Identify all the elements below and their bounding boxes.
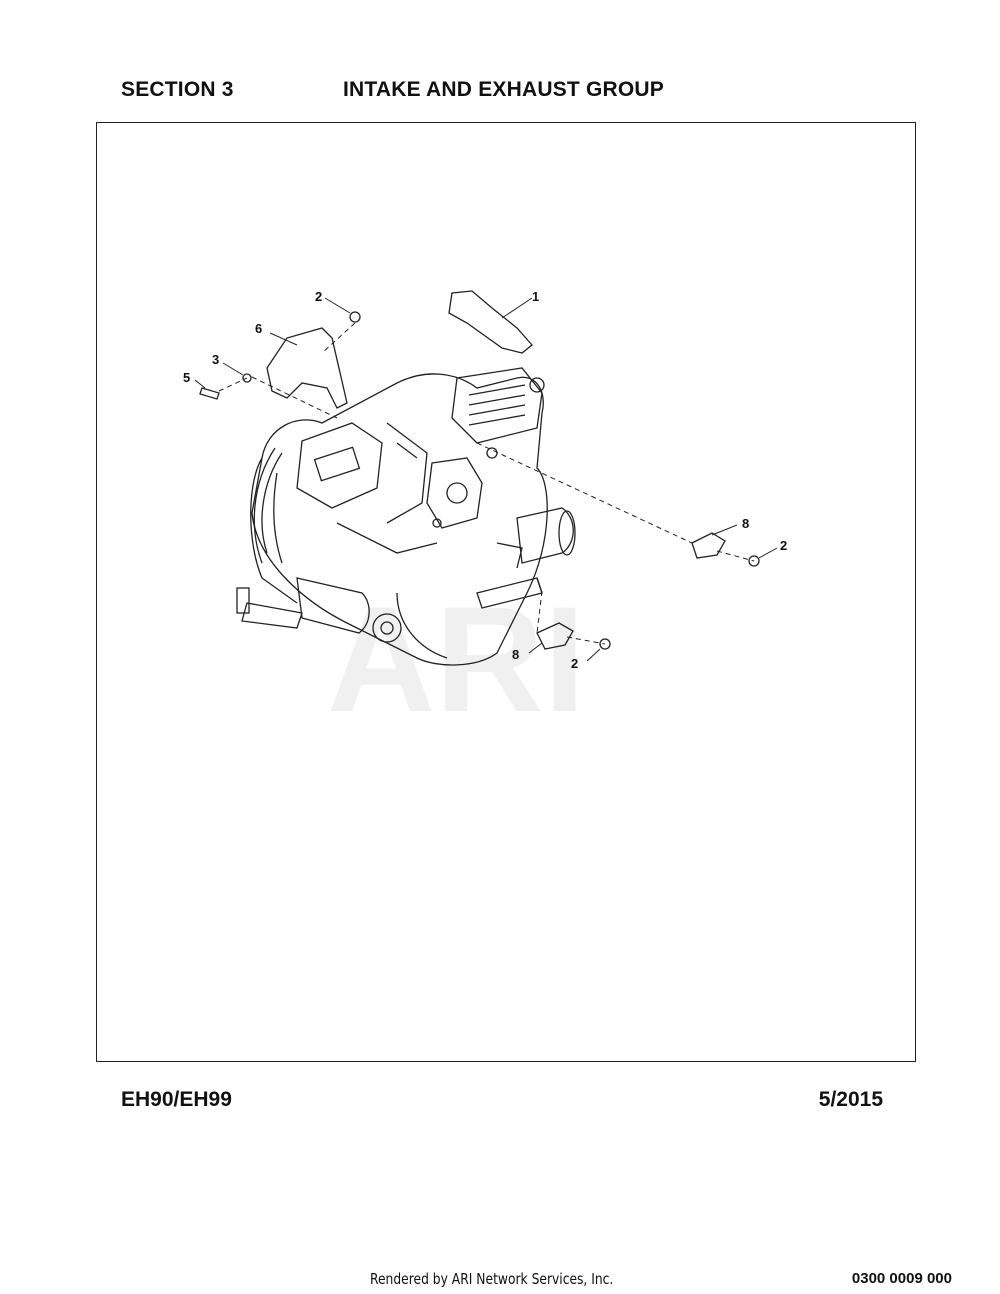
bracket-part-6 xyxy=(266,327,348,409)
section-label: SECTION 3 xyxy=(121,78,234,101)
bolt-part-5 xyxy=(199,387,220,400)
callout-8-lower: 8 xyxy=(512,647,519,662)
gasket-part-8-lower xyxy=(536,622,574,650)
gasket-part-8-right xyxy=(691,532,726,559)
callout-2-top: 2 xyxy=(315,289,322,304)
callout-6: 6 xyxy=(255,321,262,336)
nut-part-2-lower xyxy=(599,638,611,650)
callout-2-lower: 2 xyxy=(571,656,578,671)
revision-date: 5/2015 xyxy=(818,1088,883,1111)
bracket-part-1 xyxy=(448,290,533,354)
diagram-frame: ARI xyxy=(96,122,916,1062)
callout-5: 5 xyxy=(183,370,190,385)
nut-part-2-right xyxy=(748,555,760,567)
washer-part-3 xyxy=(242,373,252,383)
ari-watermark: ARI xyxy=(327,575,585,743)
exploded-parts-diagram: ARI xyxy=(183,289,787,743)
nut-part-2-top xyxy=(349,311,361,323)
section-title: INTAKE AND EXHAUST GROUP xyxy=(343,78,664,101)
callout-1: 1 xyxy=(532,289,539,304)
document-number: 0300 0009 000 xyxy=(851,1270,952,1287)
model-number: EH90/EH99 xyxy=(121,1088,232,1111)
alignment-lines xyxy=(218,322,755,645)
callout-3: 3 xyxy=(212,352,219,367)
callout-8-right: 8 xyxy=(742,516,749,531)
rendered-by-credit: Rendered by ARI Network Services, Inc. xyxy=(370,1270,614,1288)
leader-lines xyxy=(194,297,778,662)
callout-2-right: 2 xyxy=(780,538,787,553)
